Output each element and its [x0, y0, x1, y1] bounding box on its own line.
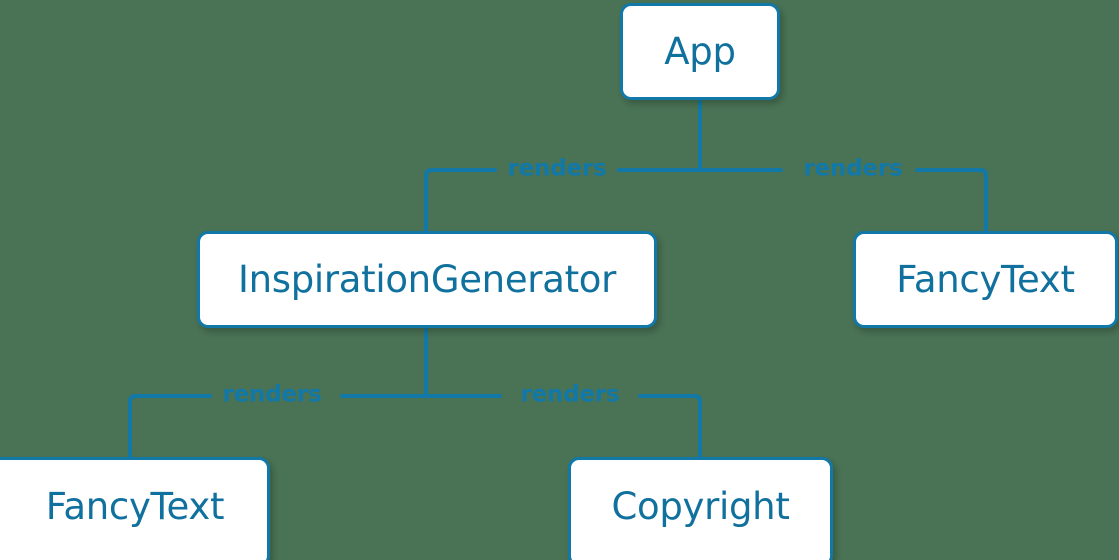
node-copyright[interactable]: Copyright: [568, 457, 833, 560]
edge-ig-to-copyright-right-seg: [638, 394, 702, 459]
edge-label-app-to-fancytext: renders: [803, 155, 903, 182]
edge-app-to-fancytext-right-seg: [915, 168, 988, 233]
edge-label-ig-to-fancytext: renders: [222, 381, 322, 408]
node-app[interactable]: App: [620, 3, 780, 100]
node-inspiration-generator-label: InspirationGenerator: [237, 258, 617, 301]
edge-label-ig-to-copyright: renders: [520, 381, 620, 408]
edge-label-app-to-inspirationgenerator: renders: [507, 155, 607, 182]
node-fancytext-bottom-left-label: FancyText: [45, 484, 225, 528]
edge-ig-to-fancytext-left-seg: [128, 394, 212, 459]
node-fancytext-right-label: FancyText: [896, 258, 1075, 301]
node-app-label: App: [664, 30, 736, 73]
edge-app-to-inspirationgenerator-left-seg: [424, 168, 497, 233]
node-inspiration-generator[interactable]: InspirationGenerator: [197, 231, 657, 328]
node-copyright-label: Copyright: [611, 484, 790, 528]
node-fancytext-bottom-left[interactable]: FancyText: [0, 457, 270, 560]
node-fancytext-right[interactable]: FancyText: [853, 231, 1118, 328]
